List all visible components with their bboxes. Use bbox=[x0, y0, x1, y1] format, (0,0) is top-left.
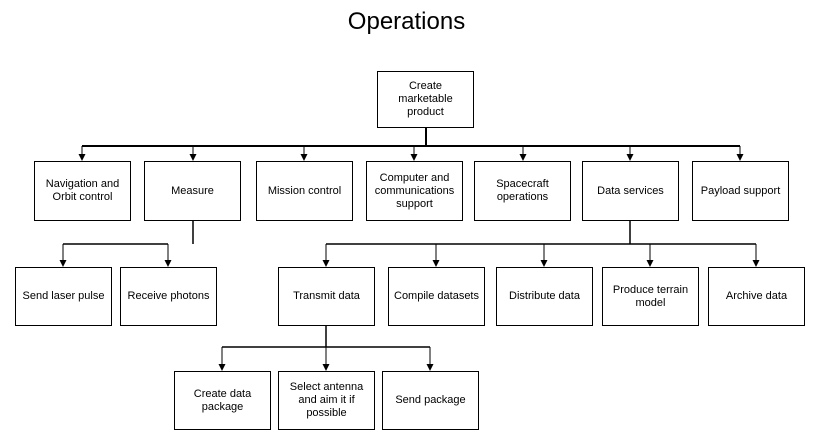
arrowhead bbox=[218, 364, 226, 371]
node-archive-data: Archive data bbox=[708, 267, 805, 326]
arrowhead bbox=[646, 260, 654, 267]
arrowhead bbox=[410, 154, 418, 161]
node-create-data-package: Create data package bbox=[174, 371, 271, 430]
node-send-laser-pulse: Send laser pulse bbox=[15, 267, 112, 326]
node-receive-photons: Receive photons bbox=[120, 267, 217, 326]
node-spacecraft-operations: Spacecraft operations bbox=[474, 161, 571, 221]
node-distribute-data: Distribute data bbox=[496, 267, 593, 326]
arrowhead bbox=[432, 260, 440, 267]
arrowhead bbox=[519, 154, 527, 161]
node-navigation-orbit-control: Navigation and Orbit control bbox=[34, 161, 131, 221]
arrowhead bbox=[752, 260, 760, 267]
node-transmit-data: Transmit data bbox=[278, 267, 375, 326]
arrowhead bbox=[164, 260, 172, 267]
node-data-services: Data services bbox=[582, 161, 679, 221]
page-title: Operations bbox=[347, 8, 466, 35]
arrowhead bbox=[322, 260, 330, 267]
node-compile-datasets: Compile datasets bbox=[388, 267, 485, 326]
node-send-package: Send package bbox=[382, 371, 479, 430]
node-payload-support: Payload support bbox=[692, 161, 789, 221]
arrowhead bbox=[189, 154, 197, 161]
arrowhead bbox=[300, 154, 308, 161]
arrowhead bbox=[736, 154, 744, 161]
node-create-marketable-product: Create marketable product bbox=[377, 71, 474, 128]
arrowhead bbox=[426, 364, 434, 371]
node-measure: Measure bbox=[144, 161, 241, 221]
node-computer-communications-support: Computer and communications support bbox=[366, 161, 463, 221]
arrowhead bbox=[59, 260, 67, 267]
node-produce-terrain-model: Produce terrain model bbox=[602, 267, 699, 326]
node-mission-control: Mission control bbox=[256, 161, 353, 221]
arrowhead bbox=[626, 154, 634, 161]
arrowhead bbox=[322, 364, 330, 371]
arrowhead bbox=[540, 260, 548, 267]
arrowhead bbox=[78, 154, 86, 161]
node-select-antenna: Select antenna and aim it if possible bbox=[278, 371, 375, 430]
